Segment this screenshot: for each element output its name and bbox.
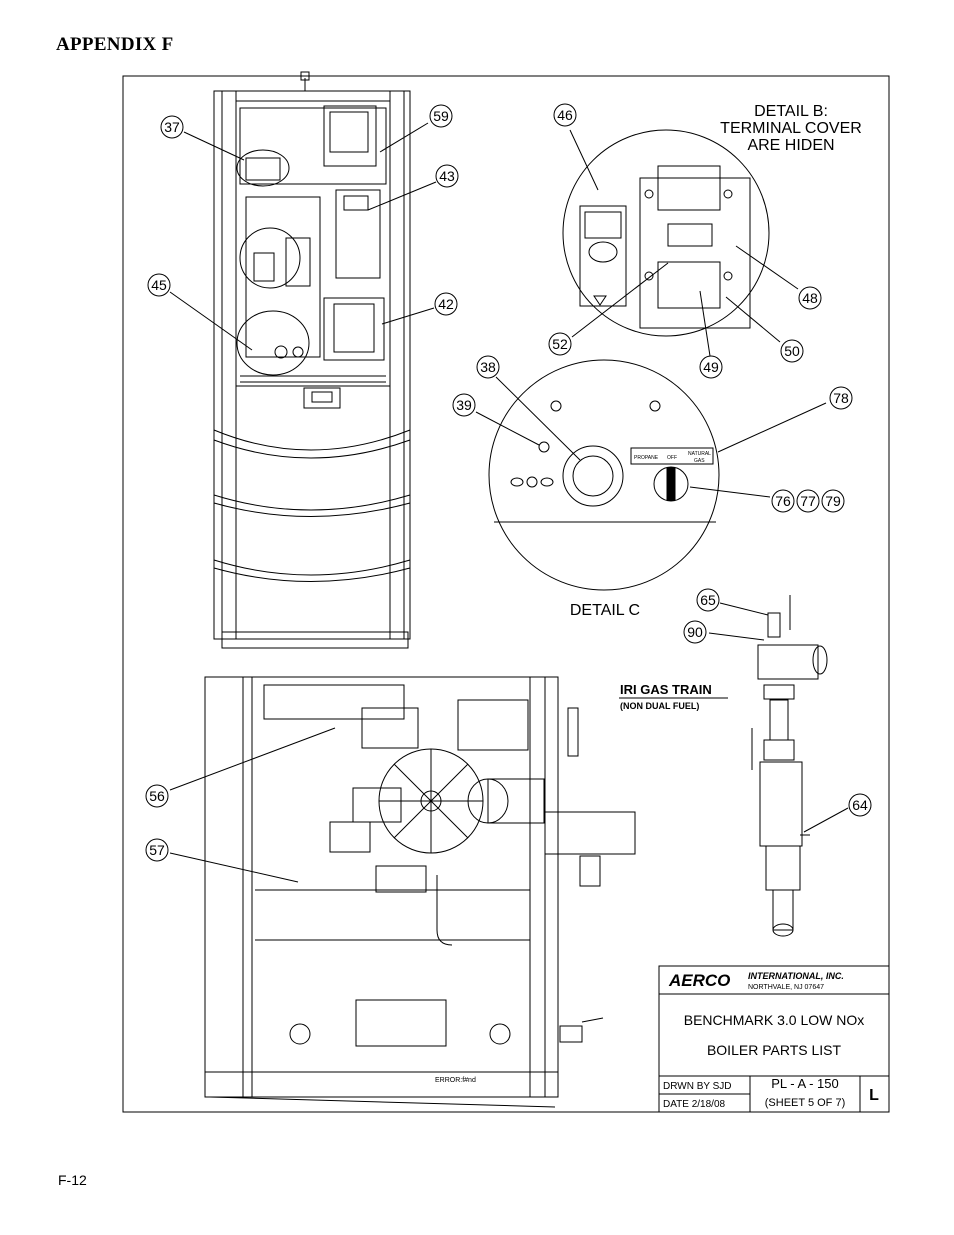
- title-block-drawing-number: PL - A - 150: [771, 1076, 838, 1091]
- svg-text:37: 37: [164, 119, 180, 135]
- title-block-drawn-by: DRWN BY SJD: [663, 1081, 732, 1092]
- callout-49: 49: [699, 355, 723, 379]
- callout-59: 59: [429, 104, 453, 128]
- svg-text:90: 90: [687, 624, 703, 640]
- svg-text:46: 46: [557, 107, 573, 123]
- callout-90: 90: [683, 620, 707, 644]
- callout-39: 39: [452, 393, 476, 417]
- svg-text:42: 42: [438, 296, 454, 312]
- svg-text:38: 38: [480, 359, 496, 375]
- title-block-company-full: INTERNATIONAL, INC.: [748, 971, 844, 981]
- leader-lines: [169, 122, 849, 883]
- drawing-border: [122, 75, 890, 1113]
- title-block-doc-title: BOILER PARTS LIST: [707, 1042, 842, 1058]
- detail-b-title-line2: TERMINAL COVER: [720, 120, 862, 137]
- page-number: F-12: [58, 1172, 87, 1188]
- callouts: 37 59 43 45 42 46 48 52 49 50 38 39 78 7…: [145, 103, 872, 862]
- side-view-stencil: ERROR:f#nd: [435, 1077, 476, 1084]
- callout-45: 45: [147, 273, 171, 297]
- svg-text:39: 39: [456, 397, 472, 413]
- front-view: [213, 71, 411, 649]
- detail-b-title-line1: DETAIL B:: [754, 103, 828, 120]
- callout-43: 43: [435, 164, 459, 188]
- title-block-revision: L: [869, 1087, 879, 1104]
- svg-text:56: 56: [149, 788, 165, 804]
- svg-text:77: 77: [800, 493, 816, 509]
- title-block-company-logo: AERCO: [668, 971, 730, 990]
- callout-48: 48: [798, 286, 822, 310]
- side-view: [204, 676, 636, 1108]
- svg-text:76: 76: [775, 493, 791, 509]
- title-block-address: NORTHVALE, NJ 07647: [748, 984, 824, 991]
- callout-76: 76: [771, 489, 795, 513]
- callout-79: 79: [821, 489, 845, 513]
- svg-text:45: 45: [151, 277, 167, 293]
- svg-text:48: 48: [802, 290, 818, 306]
- callout-50: 50: [780, 339, 804, 363]
- gas-train-subtitle: (NON DUAL FUEL): [620, 701, 699, 711]
- valve-label-propane: PROPANE: [634, 455, 659, 461]
- svg-text:64: 64: [852, 797, 868, 813]
- callout-46: 46: [553, 103, 577, 127]
- svg-text:78: 78: [833, 390, 849, 406]
- svg-text:43: 43: [439, 168, 455, 184]
- title-block: [658, 965, 890, 1113]
- callout-42: 42: [434, 292, 458, 316]
- callout-38: 38: [476, 355, 500, 379]
- svg-text:49: 49: [703, 359, 719, 375]
- callout-57: 57: [145, 838, 169, 862]
- callout-52: 52: [548, 332, 572, 356]
- svg-text:79: 79: [825, 493, 841, 509]
- svg-text:50: 50: [784, 343, 800, 359]
- gas-train-view: [619, 595, 828, 937]
- callout-77: 77: [796, 489, 820, 513]
- title-block-date: DATE 2/18/08: [663, 1099, 726, 1110]
- title-block-sheet: (SHEET 5 OF 7): [765, 1097, 845, 1109]
- callout-56: 56: [145, 784, 169, 808]
- detail-b-view: [562, 129, 770, 337]
- valve-label-natural: NATURAL: [688, 451, 711, 457]
- svg-text:57: 57: [149, 842, 165, 858]
- detail-b-title-line3: ARE HIDEN: [747, 137, 834, 154]
- callout-37: 37: [160, 115, 184, 139]
- svg-text:59: 59: [433, 108, 449, 124]
- detail-c-view: [488, 359, 720, 591]
- callout-78: 78: [829, 386, 853, 410]
- callout-65: 65: [696, 588, 720, 612]
- svg-text:65: 65: [700, 592, 716, 608]
- appendix-heading: APPENDIX F: [56, 34, 174, 55]
- gas-train-title: IRI GAS TRAIN: [620, 682, 712, 697]
- valve-label-off: OFF: [667, 455, 677, 461]
- callout-64: 64: [848, 793, 872, 817]
- title-block-product: BENCHMARK 3.0 LOW NOx: [684, 1012, 864, 1028]
- valve-label-gas: GAS: [694, 458, 705, 464]
- svg-text:52: 52: [552, 336, 568, 352]
- detail-c-title: DETAIL C: [570, 602, 640, 619]
